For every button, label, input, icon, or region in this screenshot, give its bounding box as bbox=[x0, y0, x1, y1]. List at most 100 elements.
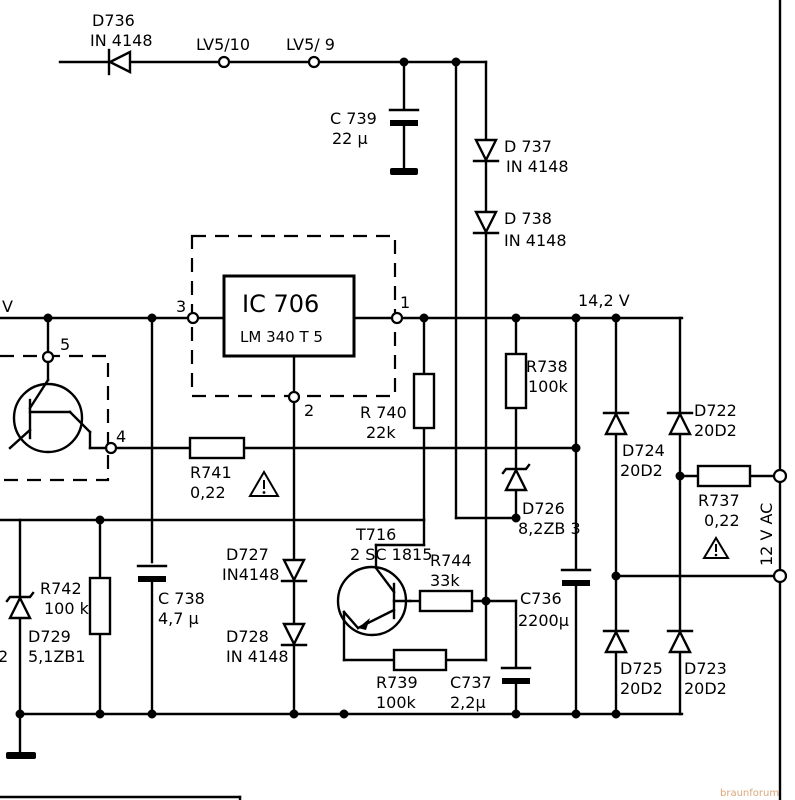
label-d723: D723 bbox=[684, 659, 727, 678]
label-r741-val: 0,22 bbox=[190, 483, 226, 502]
label-c737: C737 bbox=[450, 673, 492, 692]
label-d726: D726 bbox=[522, 499, 565, 518]
ic706-pin3 bbox=[186, 311, 200, 325]
label-d729-type: 5,1ZB1 bbox=[28, 647, 86, 666]
label-d724: D724 bbox=[622, 441, 665, 460]
resistor-r737 bbox=[696, 464, 752, 488]
terminal-pin4 bbox=[104, 441, 118, 455]
diode-d723 bbox=[666, 629, 694, 654]
label-r740: R 740 bbox=[360, 403, 407, 422]
terminals bbox=[41, 55, 788, 584]
ic706-pin2 bbox=[287, 390, 301, 404]
diode-d727 bbox=[280, 558, 308, 583]
label-c739: C 739 bbox=[330, 109, 377, 128]
label-pin5: 5 bbox=[60, 335, 70, 354]
label-t716-type: 2 SC 1815 bbox=[350, 545, 432, 564]
label-c737-val: 2,2µ bbox=[450, 693, 486, 712]
label-r744: R744 bbox=[430, 551, 472, 570]
label-r739-val: 100k bbox=[376, 693, 417, 712]
diode-d736 bbox=[107, 48, 132, 76]
label-d736-type: IN 4148 bbox=[90, 31, 153, 50]
label-r738-val: 100k bbox=[528, 377, 569, 396]
label-pin4: 4 bbox=[116, 427, 126, 446]
resistors bbox=[88, 352, 752, 672]
terminal-ac-2 bbox=[772, 568, 788, 584]
transistor-t716 bbox=[336, 565, 412, 637]
label-r742: R742 bbox=[40, 579, 82, 598]
label-d729: D729 bbox=[28, 627, 71, 646]
diode-d724 bbox=[602, 411, 630, 436]
label-d725-type: 20D2 bbox=[620, 679, 663, 698]
terminal-lv5-10 bbox=[217, 55, 231, 69]
label-d728-type: IN 4148 bbox=[226, 647, 289, 666]
resistor-r738 bbox=[504, 352, 528, 410]
label-v-left: V bbox=[2, 297, 13, 316]
label-fragment-2: 2 bbox=[0, 647, 8, 666]
terminal-lv5-9 bbox=[307, 55, 321, 69]
warning-icon-r737 bbox=[702, 536, 730, 559]
label-d737-type: IN 4148 bbox=[506, 157, 569, 176]
label-d726-type: 8,2ZB 3 bbox=[518, 519, 581, 538]
label-lv5-9: LV5/ 9 bbox=[286, 35, 335, 54]
diode-d728 bbox=[280, 622, 308, 647]
label-d738: D 738 bbox=[504, 209, 552, 228]
label-c738: C 738 bbox=[158, 589, 205, 608]
capacitor-c738 bbox=[136, 564, 168, 582]
label-r737: R737 bbox=[698, 491, 740, 510]
label-pin3: 3 bbox=[176, 297, 186, 316]
label-d725: D725 bbox=[620, 659, 663, 678]
label-r744-val: 33k bbox=[430, 571, 460, 590]
diode-d725 bbox=[602, 629, 630, 654]
label-c736: C736 bbox=[520, 589, 562, 608]
label-d738-type: IN 4148 bbox=[504, 231, 567, 250]
label-c736-val: 2200µ bbox=[518, 611, 569, 630]
label-c739-val: 22 µ bbox=[332, 129, 368, 148]
label-pin1: 1 bbox=[400, 293, 410, 312]
label-r740-val: 22k bbox=[366, 423, 396, 442]
transistor-left bbox=[8, 360, 108, 454]
transistor-shield-box bbox=[0, 354, 110, 482]
label-d723-type: 20D2 bbox=[684, 679, 727, 698]
capacitor-c736 bbox=[560, 568, 592, 586]
ic706-pin1 bbox=[390, 311, 404, 325]
label-14-2v: 14,2 V bbox=[578, 291, 630, 310]
diode-d738 bbox=[472, 210, 500, 235]
resistor-r744 bbox=[418, 589, 474, 613]
label-c738-val: 4,7 µ bbox=[158, 609, 199, 628]
label-pin2: 2 bbox=[304, 401, 314, 420]
ic706-label: IC 706 bbox=[242, 290, 319, 318]
label-d736: D736 bbox=[92, 11, 135, 30]
terminal-ac-1 bbox=[772, 468, 788, 484]
capacitor-c739 bbox=[388, 108, 420, 175]
zener-d729 bbox=[5, 591, 35, 620]
diode-d722 bbox=[666, 411, 694, 436]
label-d727: D727 bbox=[226, 545, 269, 564]
ic706-type: LM 340 T 5 bbox=[240, 328, 323, 346]
ground-c739 bbox=[390, 168, 418, 175]
label-r737-val: 0,22 bbox=[704, 511, 740, 530]
label-d722: D722 bbox=[694, 401, 737, 420]
watermark: braunforum bbox=[720, 788, 779, 799]
label-r738: R738 bbox=[526, 357, 568, 376]
label-d737: D 737 bbox=[504, 137, 552, 156]
capacitor-c737 bbox=[500, 666, 532, 684]
label-r739: R739 bbox=[376, 673, 418, 692]
zener-d726 bbox=[501, 463, 531, 492]
diode-d737 bbox=[472, 138, 500, 163]
label-d727-type: IN4148 bbox=[222, 565, 279, 584]
resistor-r740 bbox=[412, 372, 436, 430]
terminal-pin5 bbox=[41, 350, 55, 364]
label-d724-type: 20D2 bbox=[620, 461, 663, 480]
label-r741: R741 bbox=[190, 463, 232, 482]
ground-symbol bbox=[6, 752, 36, 759]
label-lv5-10: LV5/10 bbox=[196, 35, 250, 54]
label-d728: D728 bbox=[226, 627, 269, 646]
label-t716: T716 bbox=[355, 525, 396, 544]
resistor-r742 bbox=[88, 576, 112, 636]
ic706-block: IC 706 LM 340 T 5 bbox=[186, 274, 404, 404]
resistor-r741 bbox=[188, 436, 246, 460]
label-d722-type: 20D2 bbox=[694, 421, 737, 440]
junction-dots bbox=[15, 57, 685, 719]
